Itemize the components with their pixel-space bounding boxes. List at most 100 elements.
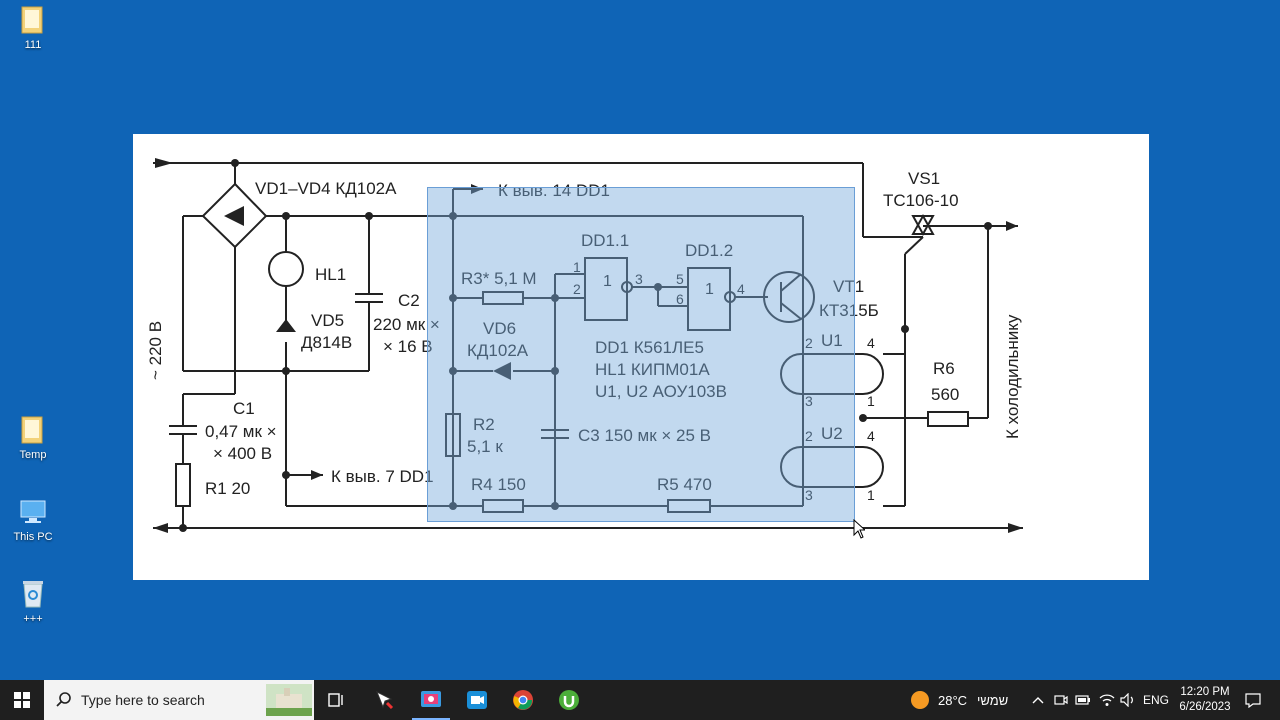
camera-icon: [1054, 695, 1068, 705]
show-hidden-icons-button[interactable]: [1028, 680, 1048, 720]
r4-label: R4 150: [471, 475, 526, 494]
desktop-icon-label: +++: [23, 613, 43, 625]
vt1-label: VT1: [833, 277, 864, 296]
tray-battery[interactable]: [1073, 680, 1093, 720]
clock-time: 12:20 PM: [1180, 686, 1230, 698]
fridge-label: К холодильнику: [1003, 314, 1022, 439]
taskbar-app-pen[interactable]: [366, 680, 402, 720]
c3-label: C3 150 мк × 25 В: [578, 426, 711, 445]
r6-value: 560: [931, 385, 959, 404]
pin-label: 1: [867, 487, 875, 503]
notifications-button[interactable]: [1240, 680, 1266, 720]
task-view-button[interactable]: [320, 680, 354, 720]
search-icon: [56, 692, 71, 707]
vs1-label: VS1: [908, 169, 940, 188]
weather-description: שמשי: [977, 692, 1009, 708]
vd5-label: VD5: [311, 311, 344, 330]
folder-icon: [21, 6, 43, 34]
vs1-value: ТС106-10: [883, 191, 959, 210]
c2-value-2: × 16 В: [383, 337, 433, 356]
r3-label: R3* 5,1 М: [461, 269, 537, 288]
video-editor-icon: [467, 691, 487, 709]
voltage-label: ~ 220 В: [146, 321, 165, 380]
clock-date: 6/26/2023: [1179, 701, 1231, 713]
pin-label: 1: [573, 259, 581, 275]
windows-logo-icon: [14, 692, 30, 708]
chevron-up-icon: [1032, 697, 1044, 704]
taskbar-app-chrome[interactable]: [504, 680, 542, 720]
vd6-label: VD6: [483, 319, 516, 338]
task-view-icon: [328, 693, 343, 707]
utorrent-icon: [559, 690, 579, 710]
note-line-3: U1, U2 АОУ103В: [595, 382, 727, 401]
desktop-icon-label: Temp: [19, 449, 47, 461]
desktop-icon-111[interactable]: 111: [1, 4, 65, 51]
weather-widget[interactable]: 28°C שמשי: [910, 680, 1015, 720]
c1-value-2: × 400 В: [213, 444, 272, 463]
pin-label: 4: [867, 428, 875, 444]
search-box[interactable]: Type here to search: [44, 680, 314, 720]
taskbar: Type here to search: [0, 680, 1280, 720]
folder-icon: [21, 416, 43, 444]
pin-label: 2: [805, 428, 813, 444]
u2-label: U2: [821, 424, 843, 443]
note-line-1: DD1 К561ЛЕ5: [595, 338, 704, 357]
taskbar-app-recorder[interactable]: [412, 680, 450, 720]
pin-label: 2: [805, 335, 813, 351]
pin-label: 2: [573, 281, 581, 297]
clock[interactable]: 12:20 PM 6/26/2023: [1175, 680, 1235, 720]
c2-value-1: 220 мк ×: [373, 315, 440, 334]
c1-value-1: 0,47 мк ×: [205, 422, 277, 441]
desktop-icon-label: This PC: [13, 531, 53, 543]
screen-recorder-icon: [421, 691, 441, 707]
notification-icon: [1245, 692, 1261, 708]
battery-icon: [1075, 695, 1090, 705]
taskbar-app-video[interactable]: [458, 680, 496, 720]
recycle-bin-icon: [23, 581, 43, 608]
start-button[interactable]: [0, 680, 44, 720]
language-label: ENG: [1142, 693, 1169, 707]
image-viewer: VD1–VD4 КД102А HL1 C2 220 мк × × 16 В VD…: [133, 134, 1149, 580]
tray-volume[interactable]: [1118, 680, 1138, 720]
weather-temperature: 28°C: [938, 692, 968, 708]
vt1-value: КТ315Б: [819, 301, 879, 320]
pin-label: 3: [635, 271, 643, 287]
pin-label: 1: [867, 393, 875, 409]
pin-label: 6: [676, 291, 684, 307]
volume-icon: [1120, 693, 1133, 707]
pin-label: 3: [805, 393, 813, 409]
hl1-label: HL1: [315, 265, 346, 284]
mouse-cursor-icon: [853, 519, 865, 539]
r5-label: R5 470: [657, 475, 712, 494]
bridge-label: VD1–VD4 КД102А: [255, 179, 397, 198]
tray-meet-now[interactable]: [1051, 680, 1071, 720]
taskbar-app-utorrent[interactable]: [550, 680, 588, 720]
desktop-icon-temp[interactable]: Temp: [1, 414, 65, 461]
search-highlight-icon: [266, 684, 312, 716]
gate2-symbol: 1: [705, 281, 714, 298]
wifi-icon: [1099, 694, 1115, 706]
pin-label: 5: [676, 271, 684, 287]
dd12-label: DD1.2: [685, 241, 733, 260]
pin14-label: К выв. 14 DD1: [498, 181, 610, 200]
dd11-label: DD1.1: [581, 231, 629, 250]
c1-label: C1: [233, 399, 255, 418]
u1-label: U1: [821, 331, 843, 350]
chrome-icon: [513, 690, 533, 710]
language-indicator[interactable]: ENG: [1140, 680, 1172, 720]
pen-tool-icon: [376, 690, 394, 710]
circuit-schematic: VD1–VD4 КД102А HL1 C2 220 мк × × 16 В VD…: [146, 158, 1023, 533]
tray-network[interactable]: [1096, 680, 1118, 720]
pin7-label: К выв. 7 DD1: [331, 467, 434, 486]
desktop-icon-this-pc[interactable]: This PC: [1, 496, 65, 543]
gate1-symbol: 1: [603, 273, 612, 290]
vd6-value: КД102А: [467, 341, 529, 360]
r2-value: 5,1 к: [467, 437, 503, 456]
r1-label: R1 20: [205, 479, 250, 498]
sun-icon: [911, 691, 929, 709]
c2-label: C2: [398, 291, 420, 310]
computer-icon: [20, 500, 46, 523]
pin-label: 3: [805, 487, 813, 503]
search-placeholder: Type here to search: [81, 692, 205, 708]
desktop-icon-recycle-bin[interactable]: +++: [1, 576, 65, 625]
